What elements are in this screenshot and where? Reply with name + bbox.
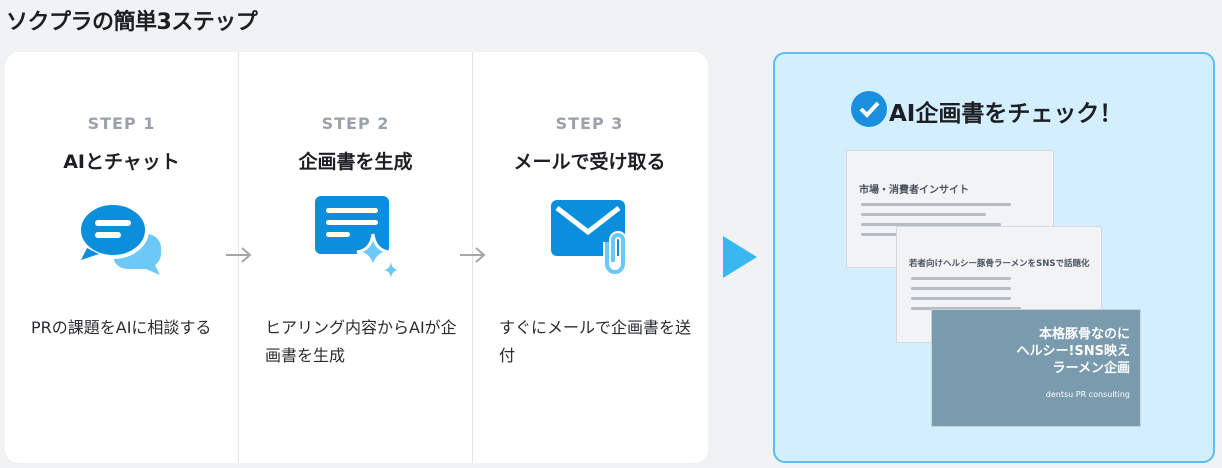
steps-card: STEP 1 AIとチャット PRの課題をAIに相談する STEP 2 企画書を…	[5, 52, 708, 463]
arrow-right-icon	[460, 247, 486, 263]
step-description: すぐにメールで企画書を送付	[499, 318, 692, 365]
bullet-line	[861, 233, 921, 236]
document-sparkle-icon	[315, 196, 398, 278]
cover-title: 本格豚骨なのに ヘルシー!SNS映え ラーメン企画	[1016, 327, 1130, 376]
bullet-line	[911, 277, 1011, 280]
bullet-line	[911, 287, 1011, 290]
bullet-line	[911, 297, 1011, 300]
bullet-line	[861, 213, 986, 216]
step-description: ヒアリング内容からAIが企画書を生成	[265, 318, 457, 365]
cover-slide: 本格豚骨なのに ヘルシー!SNS映え ラーメン企画 dentsu PR cons…	[931, 309, 1141, 427]
result-title: AI企画書をチェック！	[889, 101, 1123, 127]
result-panel: AI企画書をチェック！ 市場・消費者インサイト 若者向けヘルシー豚骨ラーメンをS…	[773, 52, 1215, 463]
page-title: ソクプラの簡単3ステップ	[6, 10, 258, 35]
step-number: STEP 2	[321, 114, 390, 133]
step-2: STEP 2 企画書を生成 ヒアリング内容からAIが企画書を生成	[239, 52, 472, 463]
mail-attachment-icon	[551, 200, 627, 276]
step-3: STEP 3 メールで受け取る すぐにメールで企画書を送付	[473, 52, 706, 463]
step-title: メールで受け取る	[513, 151, 666, 173]
divider	[472, 52, 473, 463]
bullet-line	[861, 203, 1011, 206]
play-arrow-icon	[723, 236, 757, 278]
step-description: PRの課題をAIに相談する	[31, 318, 212, 337]
chat-bubbles-icon	[77, 201, 161, 275]
divider	[238, 52, 239, 463]
bullet-line	[911, 307, 1021, 310]
step-title: 企画書を生成	[298, 151, 413, 173]
slide-heading: 若者向けヘルシー豚骨ラーメンをSNSで話題化	[909, 259, 1090, 269]
brand-logo: dentsu PR consulting	[1045, 390, 1130, 399]
step-1: STEP 1 AIとチャット PRの課題をAIに相談する	[5, 52, 238, 463]
step-title: AIとチャット	[63, 151, 180, 173]
bullet-line	[861, 223, 1001, 226]
step-number: STEP 3	[555, 114, 624, 133]
arrow-right-icon	[226, 247, 252, 263]
check-circle-icon	[851, 91, 887, 127]
step-number: STEP 1	[87, 114, 156, 133]
slide-heading: 市場・消費者インサイト	[859, 185, 969, 196]
